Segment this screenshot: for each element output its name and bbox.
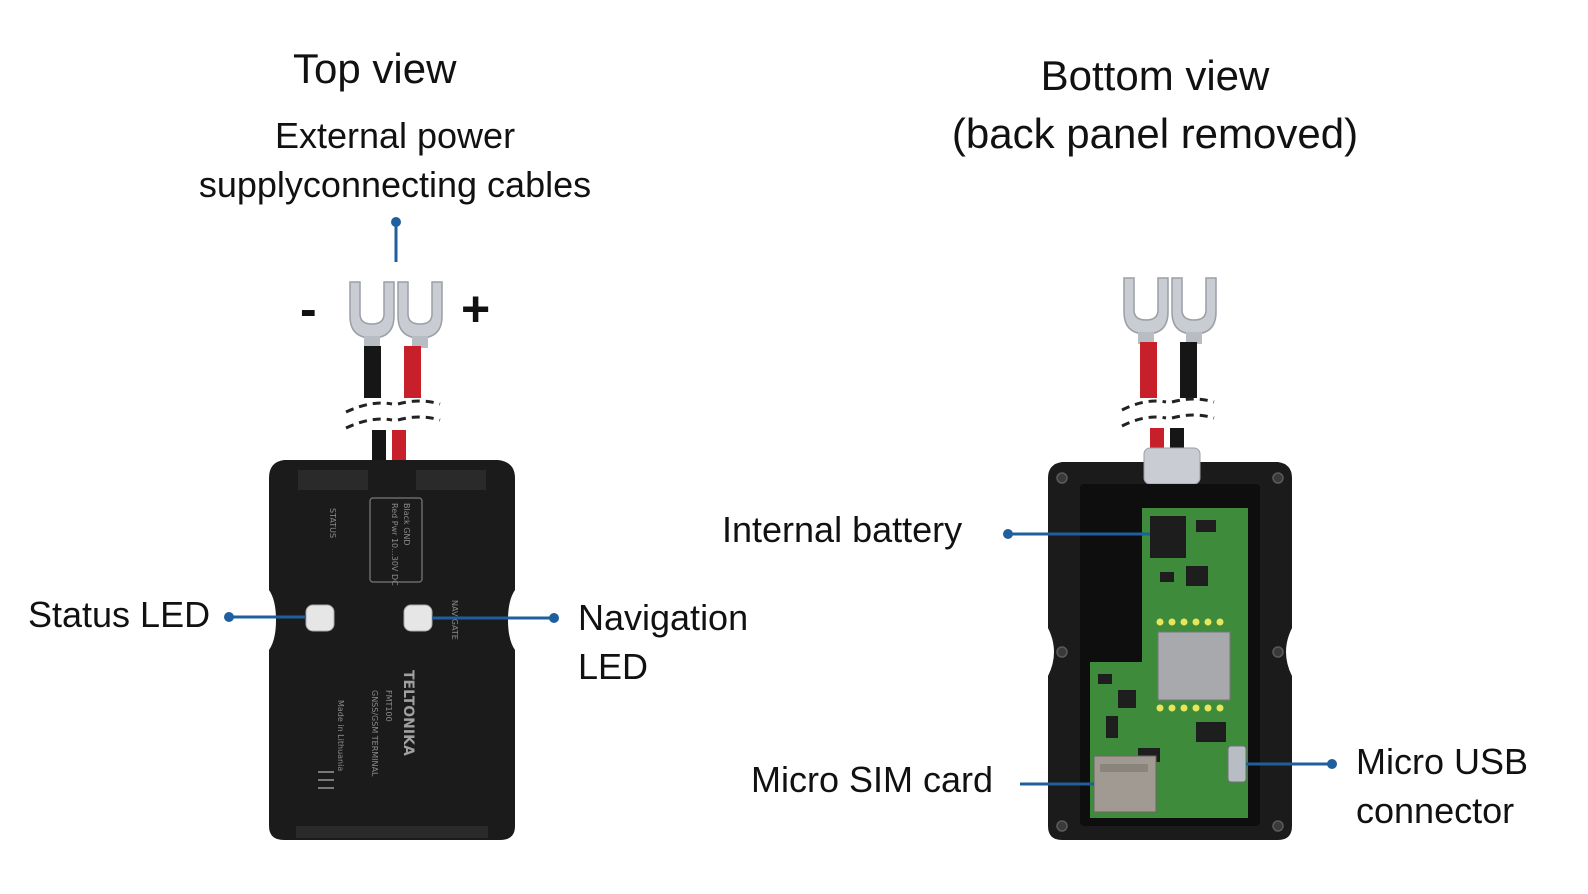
top-ring-terminals bbox=[349, 281, 443, 348]
micro-usb-label-line2: connector bbox=[1356, 789, 1515, 831]
top-wire-red bbox=[404, 346, 421, 398]
bottom-view-title-line2: (back panel removed) bbox=[951, 109, 1359, 157]
micro-usb-label-line1: Micro USB bbox=[1356, 741, 1529, 782]
bottom-wire-black bbox=[1180, 342, 1197, 398]
bottom-wire-red bbox=[1140, 342, 1157, 398]
gnss-module bbox=[1157, 631, 1231, 701]
top-wire-black bbox=[364, 346, 381, 398]
bottom-ring-terminals bbox=[1123, 277, 1217, 344]
power-cable-label-line1: External power bbox=[274, 115, 516, 156]
plus-sign: + bbox=[461, 281, 491, 337]
device-voltage-text: Red Pwr 10...30V DC bbox=[390, 503, 399, 586]
navigation-led-label-line2: LED bbox=[578, 645, 649, 687]
navigation-led-label: Navigation LED bbox=[578, 594, 748, 692]
ce-mark-icon bbox=[318, 771, 334, 789]
device-origin-text: Made in Lithuania bbox=[336, 700, 345, 771]
top-wire-break bbox=[345, 399, 441, 430]
top-housing bbox=[269, 460, 515, 840]
device-gnd-text: Black GND bbox=[402, 503, 411, 546]
power-cable-label: External power supplyconnecting cables bbox=[190, 112, 600, 210]
device-terminal-text: GNSS/GSM TERMINAL bbox=[370, 690, 379, 777]
micro-usb-label: Micro USB connector bbox=[1356, 738, 1528, 836]
pcb-components bbox=[1098, 520, 1226, 762]
top-view-title: Top view bbox=[293, 45, 457, 92]
status-led bbox=[305, 604, 335, 632]
internal-battery-label: Internal battery bbox=[722, 509, 963, 550]
micro-usb-port bbox=[1227, 745, 1247, 783]
navigation-led bbox=[403, 604, 433, 632]
micro-sim-label: Micro SIM card bbox=[751, 759, 994, 800]
power-cable-label-line2: supplyconnecting cables bbox=[198, 163, 592, 205]
screw-holes bbox=[1056, 472, 1284, 832]
pcb-pads bbox=[1156, 618, 1224, 712]
bottom-view-device bbox=[1003, 277, 1337, 840]
cable-grommet bbox=[1143, 447, 1201, 485]
minus-sign: - bbox=[300, 281, 317, 337]
power-cable-pointer-dot bbox=[391, 217, 401, 227]
internal-battery bbox=[1150, 516, 1186, 558]
navigation-led-label-line1: Navigation bbox=[578, 597, 749, 638]
device-brand-text: TELTONIKA bbox=[400, 670, 416, 756]
device-status-text: STATUS bbox=[328, 508, 337, 538]
status-led-label: Status LED bbox=[28, 594, 211, 635]
top-view-device: Red Pwr 10...30V DC Black GND STATUS NAV… bbox=[224, 217, 559, 840]
bottom-view-title-line1: Bottom view bbox=[1040, 52, 1270, 99]
device-navigate-text: NAVIGATE bbox=[450, 600, 459, 640]
device-model-text: FMT100 bbox=[384, 690, 393, 722]
bottom-view-title: Bottom view (back panel removed) bbox=[930, 47, 1380, 163]
bottom-wire-break bbox=[1121, 397, 1215, 428]
